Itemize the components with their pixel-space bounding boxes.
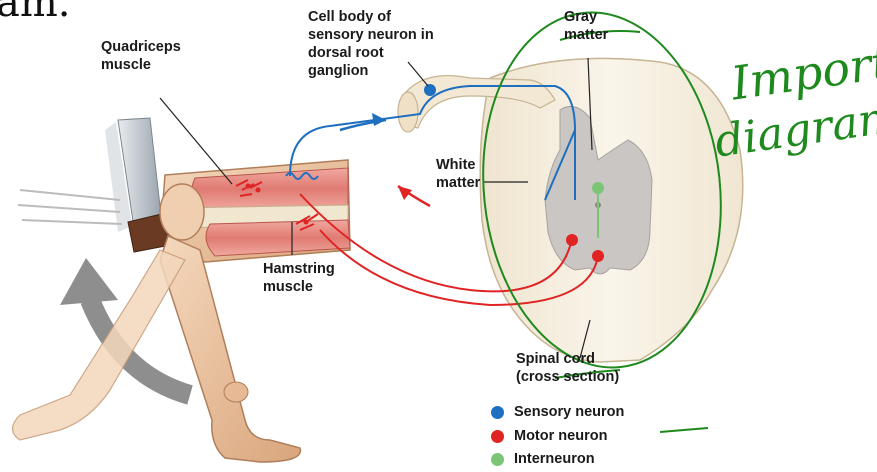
reflex-hammer [18, 118, 176, 252]
label-cell-body: Cell body of sensory neuron in dorsal ro… [308, 8, 434, 80]
label-gray-matter: Gray matter [564, 8, 608, 44]
legend-item: Motor neuron [491, 426, 607, 446]
legend-item: Sensory neuron [491, 402, 624, 422]
label-hamstring-muscle: Hamstring muscle [263, 260, 335, 296]
legend-item: Interneuron [491, 449, 595, 469]
legend-label: Interneuron [514, 451, 595, 467]
leg [13, 160, 351, 462]
legend-dot-icon [491, 430, 504, 443]
legend-label: Motor neuron [514, 428, 607, 444]
legend-label: Sensory neuron [514, 404, 624, 420]
spinal-cord [398, 58, 743, 362]
label-quadriceps-muscle: Quadriceps muscle [101, 38, 181, 74]
label-white-matter: White matter [436, 156, 480, 192]
label-spinal-cord: Spinal cord (cross section) [516, 350, 619, 386]
legend-dot-icon [491, 406, 504, 419]
top-partial-text: am. [0, 0, 71, 26]
legend-dot-icon [491, 453, 504, 466]
